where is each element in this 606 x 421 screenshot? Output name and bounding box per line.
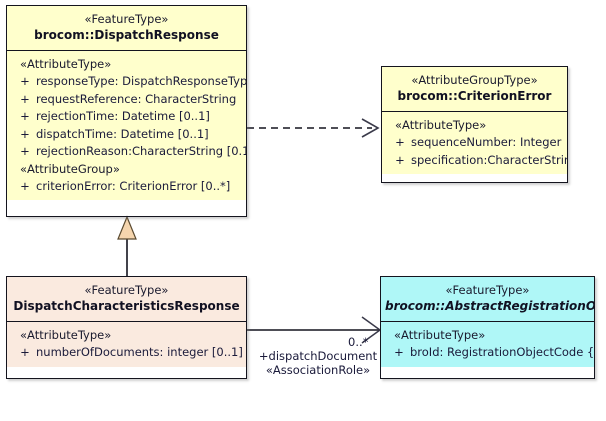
class-name: brocom::DispatchResponse	[34, 28, 219, 42]
attribute-visibility: +	[395, 135, 405, 149]
attribute-row: + specification:CharacterString	[385, 152, 567, 170]
attribute-group-stereotype: «AttributeType»	[20, 57, 112, 71]
class-box-dispatch-characteristics-response[interactable]: «FeatureType» DispatchCharacteristicsRes…	[6, 276, 247, 379]
attribute-text: criterionError: CriterionError [0..*]	[36, 178, 231, 193]
class-attributes-abstract-registration-object: «AttributeType» + broId: RegistrationObje…	[381, 322, 594, 367]
attribute-visibility: +	[20, 345, 30, 359]
attribute-visibility: +	[20, 178, 30, 193]
attribute-visibility: +	[395, 152, 405, 167]
attribute-row: + dispatchTime: Datetime [0..1]	[10, 126, 243, 144]
attribute-row: + sequenceNumber: Integer	[385, 134, 564, 152]
attribute-visibility: +	[20, 109, 30, 123]
attribute-row: + numberOfDocuments: integer [0..1]	[10, 344, 243, 362]
attribute-visibility: +	[394, 345, 404, 359]
attribute-visibility: +	[20, 74, 30, 88]
class-stereotype: «FeatureType»	[84, 283, 169, 297]
class-stereotype: «FeatureType»	[445, 283, 530, 297]
attribute-text: rejectionTime: Datetime [0..1]	[36, 109, 210, 123]
class-stereotype: «FeatureType»	[84, 12, 169, 26]
class-attributes-criterion-error: «AttributeType» + sequenceNumber: Integer…	[382, 112, 567, 174]
attribute-text: broId: RegistrationObjectCode {id}	[410, 345, 595, 359]
attribute-row: + broId: RegistrationObjectCode {id}	[384, 344, 594, 362]
class-name: brocom::CriterionError	[397, 89, 552, 103]
class-header-dispatch-characteristics-response: «FeatureType» DispatchCharacteristicsRes…	[7, 277, 246, 322]
attribute-row: + rejectionTime: Datetime [0..1]	[10, 108, 243, 126]
association-multiplicity-label: 0..*	[348, 335, 369, 349]
class-header-dispatch-response: «FeatureType» brocom::DispatchResponse	[7, 6, 246, 51]
attribute-group-stereotype: «AttributeType»	[394, 328, 486, 342]
attribute-row: + requestReference: CharacterString	[10, 91, 243, 109]
class-box-abstract-registration-object[interactable]: «FeatureType» brocom::AbstractRegistrati…	[380, 276, 595, 379]
class-attributes-dispatch-response: «AttributeType» + responseType: DispatchR…	[7, 51, 246, 200]
class-name: brocom::AbstractRegistrationObject	[385, 299, 595, 313]
attribute-text: sequenceNumber: Integer	[411, 135, 562, 149]
generalization-connector[interactable]	[117, 215, 137, 276]
association-role-stereotype-label: «AssociationRole»	[265, 363, 371, 377]
class-stereotype: «AttributeGroupType»	[411, 73, 538, 87]
class-box-dispatch-response[interactable]: «FeatureType» brocom::DispatchResponse «…	[6, 5, 247, 217]
attribute-row: + responseType: DispatchResponseType	[10, 73, 246, 91]
class-name: DispatchCharacteristicsResponse	[13, 299, 240, 313]
attribute-text: specification:CharacterString	[411, 152, 568, 167]
attribute-visibility: +	[20, 144, 30, 158]
attribute-group-stereotype: «AttributeType»	[20, 328, 112, 342]
attribute-text: requestReference: CharacterString	[36, 91, 237, 106]
attribute-row: + criterionError: CriterionError [0..*]	[10, 178, 243, 196]
attribute-text: rejectionReason:CharacterString [0.1]	[36, 144, 247, 158]
attribute-group-stereotype: «AttributeGroup»	[20, 161, 120, 176]
attribute-text: responseType: DispatchResponseType	[36, 74, 247, 88]
class-attributes-dispatch-characteristics-response: «AttributeType» + numberOfDocuments: inte…	[7, 322, 246, 367]
attribute-visibility: +	[20, 91, 30, 106]
attribute-group-stereotype: «AttributeType»	[395, 118, 487, 132]
attribute-text: dispatchTime: Datetime [0..1]	[36, 126, 209, 141]
attribute-visibility: +	[20, 126, 30, 141]
dependency-connector[interactable]	[247, 118, 380, 138]
attribute-row: + rejectionReason:CharacterString [0.1]	[10, 143, 246, 161]
class-header-abstract-registration-object: «FeatureType» brocom::AbstractRegistrati…	[381, 277, 594, 322]
class-box-criterion-error[interactable]: «AttributeGroupType» brocom::CriterionEr…	[381, 66, 568, 183]
attribute-text: numberOfDocuments: integer [0..1]	[36, 345, 243, 359]
class-header-criterion-error: «AttributeGroupType» brocom::CriterionEr…	[382, 67, 567, 112]
association-role-name-label: +dispatchDocument	[258, 349, 378, 363]
